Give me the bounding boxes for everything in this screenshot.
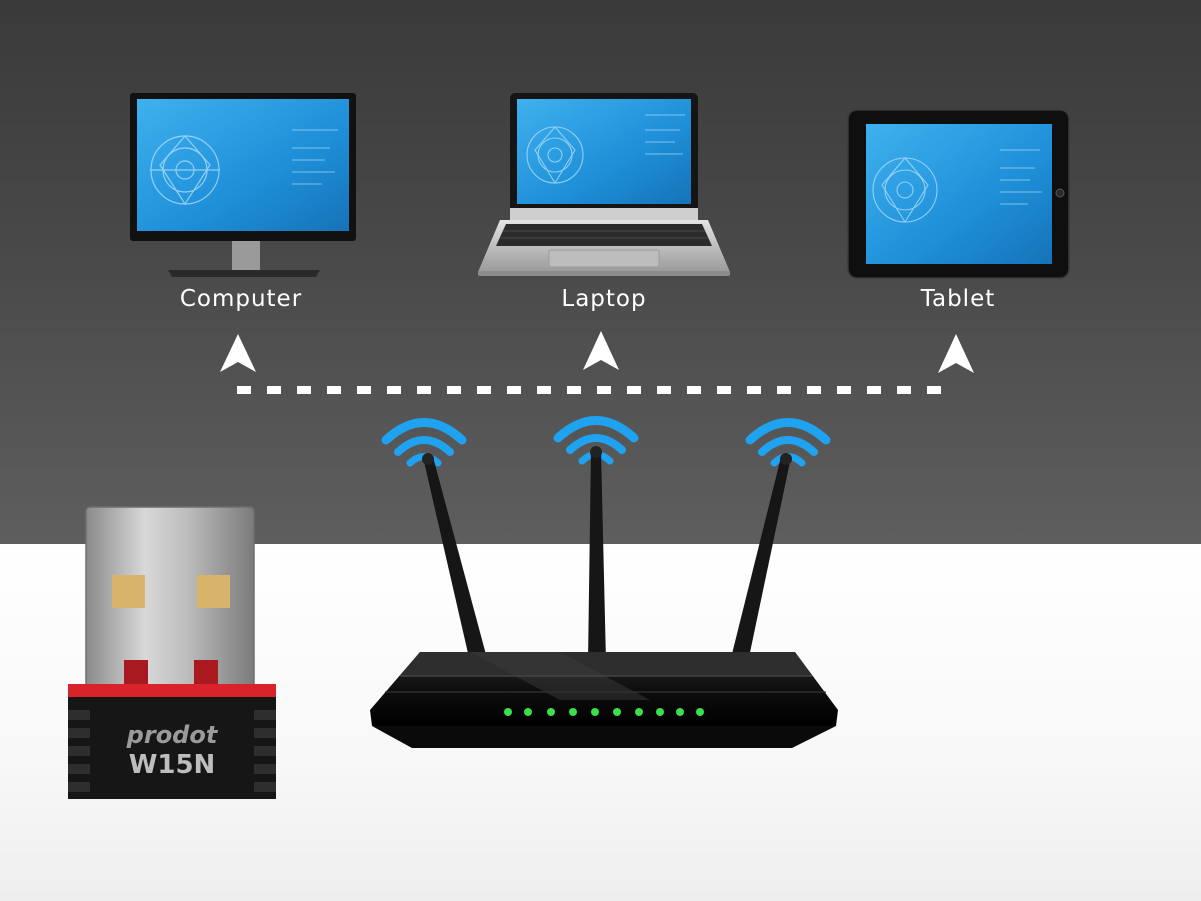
arrow-up-icon xyxy=(938,334,974,373)
usb-wifi-adapter-icon: prodot W15N xyxy=(68,506,276,799)
adapter-brand-logo: prodot xyxy=(126,721,219,749)
arrow-up-icon xyxy=(583,331,619,370)
device-label-laptop: Laptop xyxy=(561,286,647,312)
router-status-lights xyxy=(504,708,704,716)
arrow-up-icon xyxy=(220,334,256,372)
laptop-icon xyxy=(478,93,730,276)
adapter-model-label: W15N xyxy=(129,750,216,780)
router-icon xyxy=(370,446,838,748)
device-label-tablet: Tablet xyxy=(920,286,996,312)
tablet-icon xyxy=(847,109,1070,279)
desktop-monitor-icon xyxy=(130,93,356,277)
device-label-computer: Computer xyxy=(179,286,303,312)
